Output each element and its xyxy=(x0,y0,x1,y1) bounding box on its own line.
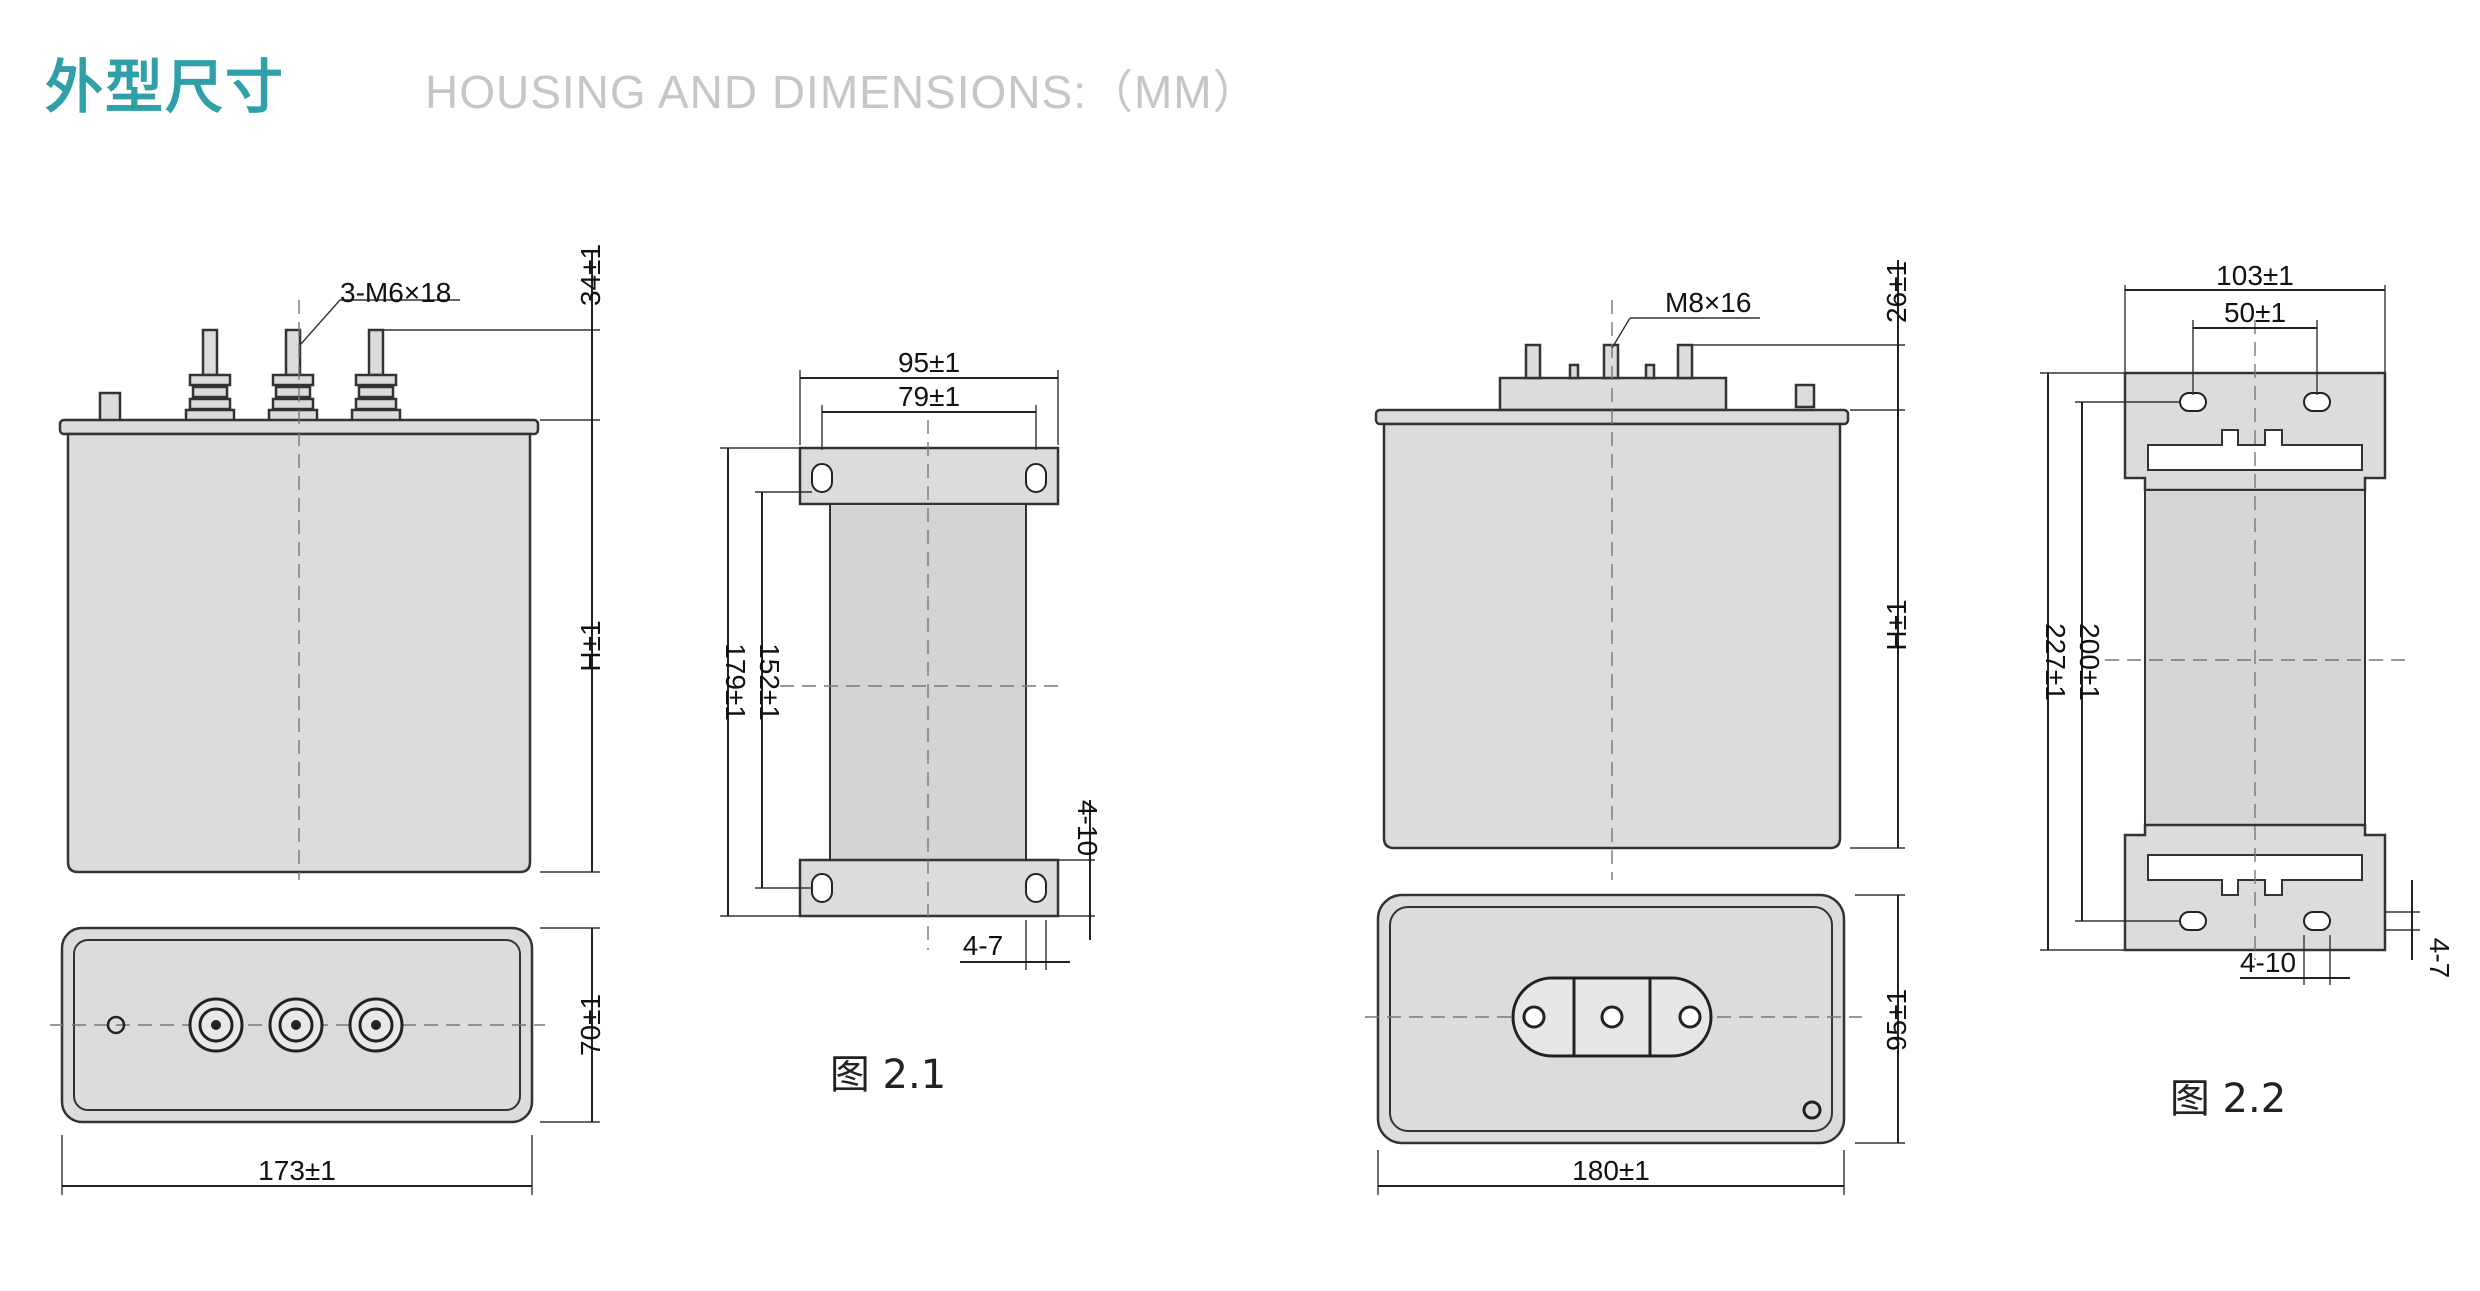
fig1-depth-label: 70±1 xyxy=(575,994,606,1056)
terminal-base xyxy=(1498,376,1728,412)
figure-2-1-side-view xyxy=(720,370,1095,970)
fig1-height-label: H±1 xyxy=(575,620,606,671)
bracket-bottom xyxy=(798,858,1060,918)
fig2-bracket-inner-height: 200±1 xyxy=(2074,623,2105,701)
fig2-bracket-slot-label: 4-10 xyxy=(2240,947,2296,978)
section-title-cn: 外型尺寸 xyxy=(45,53,286,121)
terminal-center xyxy=(267,328,319,424)
fig1-caption: 图 2.1 xyxy=(830,1052,946,1098)
fig2-bracket-outer-width: 103±1 xyxy=(2216,260,2294,291)
figure-2-2-front-view xyxy=(1365,260,1905,1195)
fig1-bracket-outer-width: 95±1 xyxy=(898,347,960,378)
figure-2-2-side-view xyxy=(2040,285,2420,985)
fig2-bracket-inner-width: 50±1 xyxy=(2224,297,2286,328)
fig1-hole-label: 4-7 xyxy=(963,930,1003,961)
fig1-bracket-inner-width: 79±1 xyxy=(898,381,960,412)
fig1-bracket-outer-height: 179±1 xyxy=(720,643,751,721)
fig2-caption: 图 2.2 xyxy=(2170,1076,2286,1122)
fig1-width-label: 173±1 xyxy=(258,1155,336,1186)
fig2-hole-label: 4-7 xyxy=(2424,938,2455,978)
fig2-terminal-label: M8×16 xyxy=(1665,287,1751,318)
fig1-bracket-inner-height: 152±1 xyxy=(754,643,785,721)
ground-lug xyxy=(1794,383,1816,409)
figure-2-1-front-view xyxy=(50,250,600,1195)
fig1-bracket-thickness: 4-10 xyxy=(1072,800,1103,856)
fig2-bracket-outer-height: 227±1 xyxy=(2040,623,2071,701)
fig2-top-clearance-label: 26±1 xyxy=(1881,261,1912,323)
ground-lug xyxy=(98,391,122,423)
fig2-width-label: 180±1 xyxy=(1572,1155,1650,1186)
fig2-height-label: H±1 xyxy=(1881,599,1912,650)
fig1-top-clearance-label: 34±1 xyxy=(575,244,606,306)
fig2-depth-label: 95±1 xyxy=(1881,989,1912,1051)
bracket-bottom xyxy=(2123,823,2387,952)
section-title-en: HOUSING AND DIMENSIONS:（MM） xyxy=(425,66,1260,118)
bracket-top xyxy=(798,446,1060,506)
terminal-right xyxy=(350,328,402,424)
terminal-left xyxy=(184,328,236,424)
bottom-terminal-plate xyxy=(1511,976,1713,1058)
fig1-terminal-label: 3-M6×18 xyxy=(340,277,451,308)
bottom-terminals xyxy=(188,997,404,1053)
